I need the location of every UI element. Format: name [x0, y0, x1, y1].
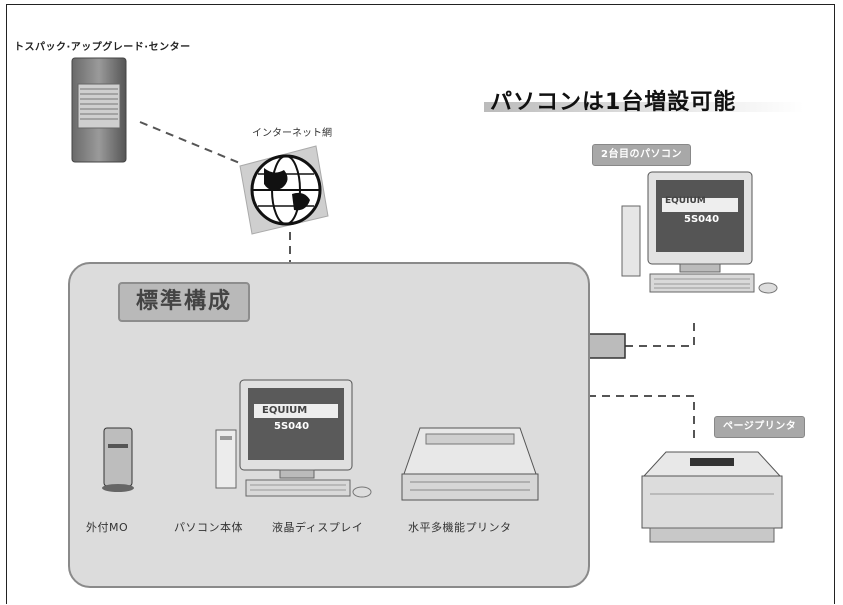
- printer-caption: 水平多機能プリンタ: [408, 521, 512, 534]
- page-printer-icon: [641, 451, 783, 543]
- second-pc-tag: 2台目のパソコン: [592, 144, 691, 166]
- network-switch-box: [587, 333, 626, 359]
- external-mo-icon: [102, 427, 134, 492]
- pc-body-icon: [215, 429, 237, 489]
- lcd-display-icon: [239, 379, 372, 498]
- standard-config-label: 標準構成: [118, 282, 250, 322]
- printer-icon: [401, 427, 539, 501]
- pc-body-caption: パソコン本体: [174, 521, 243, 534]
- second-pc-icon: [621, 171, 778, 294]
- external-mo-caption: 外付MO: [86, 521, 129, 534]
- diagram-frame: [6, 4, 835, 604]
- lcd-brand: EQUIUM: [262, 405, 308, 416]
- internet-label: インターネット網: [252, 128, 332, 139]
- lcd-display-caption: 液晶ディスプレイ: [272, 521, 364, 534]
- globe-icon: [239, 145, 329, 235]
- page-printer-tag: ページプリンタ: [714, 416, 806, 438]
- link-switch-second-pc: [625, 318, 695, 347]
- server-icon: [71, 57, 127, 163]
- lcd-model: 5S040: [274, 421, 310, 432]
- diagram-title: パソコンは1台増設可能: [490, 90, 737, 115]
- second-pc-model: 5S040: [684, 214, 720, 225]
- upgrade-center-label: トスパック·アップグレード·センター: [14, 42, 191, 53]
- link-server-internet: [139, 121, 243, 165]
- title-underline: [484, 102, 804, 112]
- second-pc-brand: EQUIUM: [665, 196, 706, 206]
